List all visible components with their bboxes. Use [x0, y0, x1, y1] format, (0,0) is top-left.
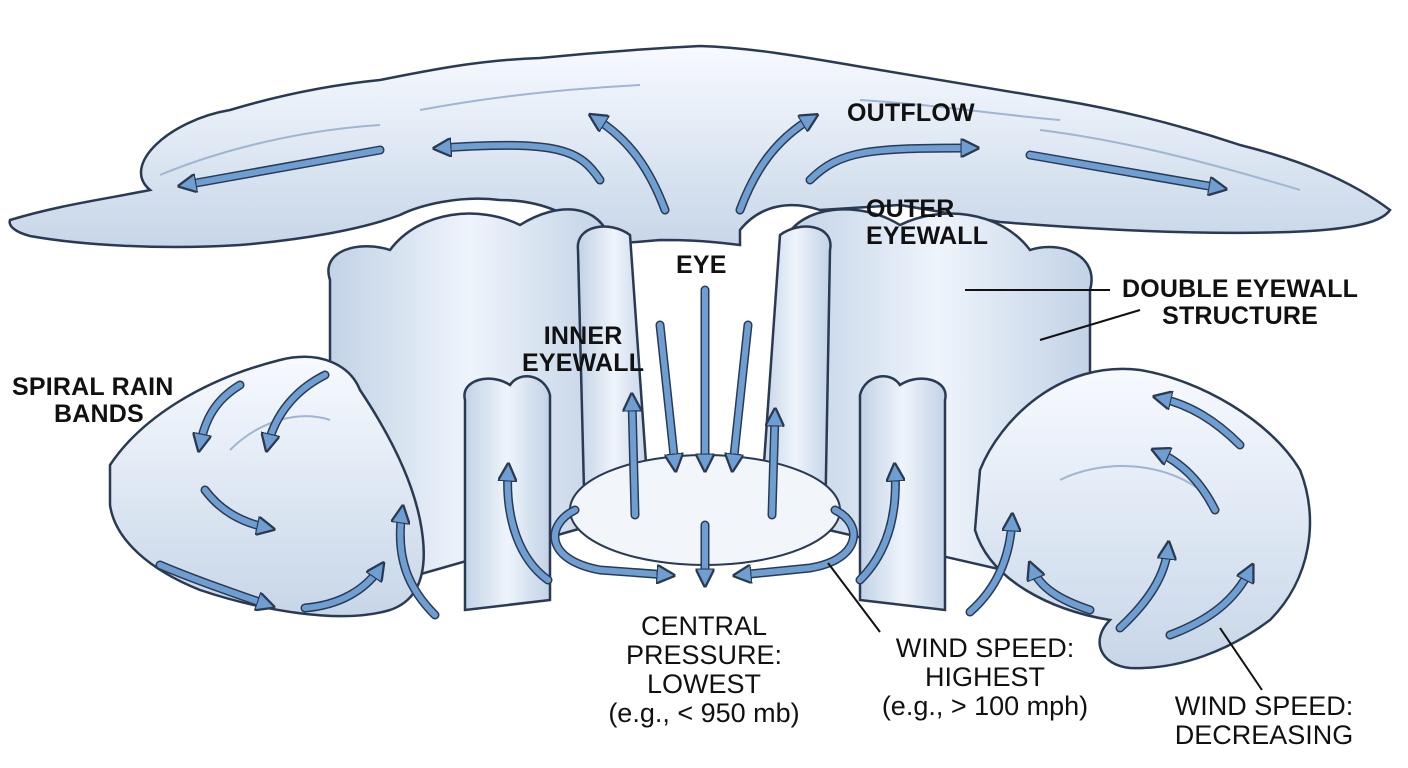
- label-wind-speed-decreasing: WIND SPEED: DECREASING: [1174, 691, 1354, 751]
- label-spiral-rain-bands: SPIRAL RAIN BANDS: [12, 373, 174, 428]
- label-central-pressure: CENTRAL PRESSURE: LOWEST (e.g., < 950 mb…: [608, 611, 800, 729]
- label-outer-eyewall: OUTER EYEWALL: [866, 195, 989, 250]
- label-eye: EYE: [676, 251, 727, 279]
- leader-lines: [827, 289, 1263, 691]
- label-outflow: OUTFLOW: [847, 99, 975, 127]
- spiral-rain-band-left: [108, 355, 425, 618]
- spiral-rain-band-right: [973, 367, 1312, 670]
- updraft-arrows: [400, 400, 1012, 620]
- spiral-band-arrows-left: [155, 370, 380, 613]
- label-inner-eyewall: INNER EYEWALL: [522, 322, 645, 377]
- outflow-arrows: [185, 118, 1220, 215]
- eye-subsidence-arrows: [655, 285, 753, 580]
- outflow-cloud-canopy: [8, 44, 1392, 249]
- label-double-eyewall: DOUBLE EYEWALL STRUCTURE: [1122, 275, 1359, 330]
- inflow-arrows: [550, 505, 858, 575]
- label-wind-speed-highest: WIND SPEED: HIGHEST (e.g., > 100 mph): [881, 633, 1089, 722]
- spiral-band-arrows-right: [1032, 398, 1250, 640]
